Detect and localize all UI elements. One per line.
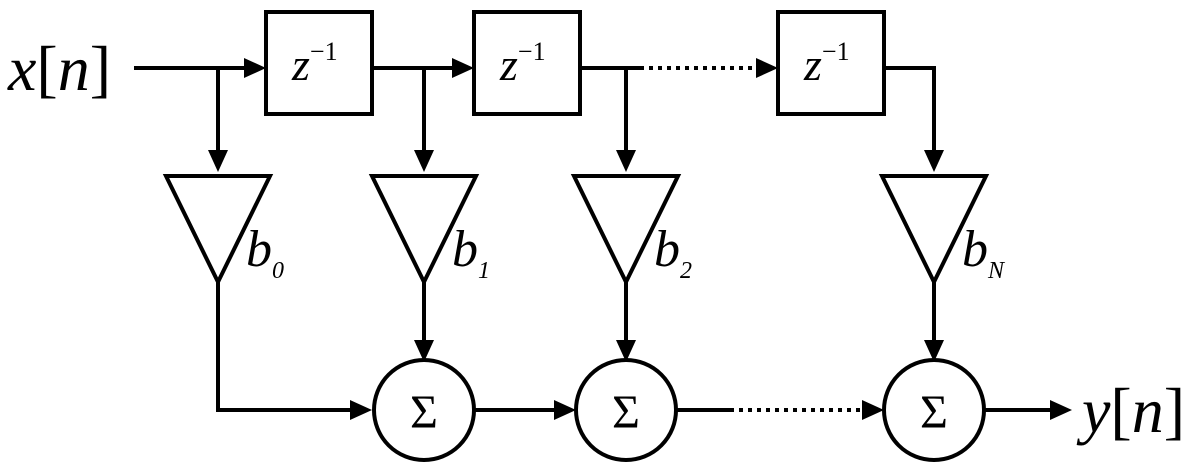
tap-arrowhead-1 xyxy=(414,150,434,172)
gain-output-arrowhead-2 xyxy=(616,340,636,362)
input-arrowhead xyxy=(244,58,266,78)
input-index: n xyxy=(58,33,90,104)
gain-output-arrowhead-n xyxy=(924,340,944,362)
delay-label-2: z−1 xyxy=(499,37,546,90)
summer-link-arrowhead-1 xyxy=(554,400,576,420)
delay-label-1: z−1 xyxy=(291,37,338,90)
summer-symbol-2: Σ xyxy=(612,386,640,439)
coef-label-0: b0 xyxy=(246,221,284,284)
tap-line-n xyxy=(884,66,936,154)
gain-triangle-2 xyxy=(570,174,682,287)
output-index: n xyxy=(1132,375,1164,446)
summer-link-arrowhead-n xyxy=(862,400,884,420)
gain-output-line-0 xyxy=(216,282,354,412)
coef-label-2: b2 xyxy=(654,221,692,284)
delay-block-n xyxy=(776,10,886,116)
delay-link-arrowhead-1 xyxy=(452,58,474,78)
tap-arrowhead-0 xyxy=(208,150,228,172)
summer-symbol-1: Σ xyxy=(410,386,438,439)
summer-symbol-n: Σ xyxy=(920,386,948,439)
gain-triangle-n xyxy=(878,174,990,287)
coef-label-1: b1 xyxy=(452,221,490,284)
delay-label-n: z−1 xyxy=(803,37,850,90)
tap-arrowhead-n xyxy=(924,150,944,172)
delay-link-arrowhead-n xyxy=(756,58,778,78)
tap-arrowhead-2 xyxy=(616,150,636,172)
input-label: x[n] xyxy=(7,33,111,104)
output-label: y[n] xyxy=(1076,375,1185,446)
input-var: x xyxy=(7,33,36,104)
delay-block-2 xyxy=(472,10,582,116)
output-arrowhead xyxy=(1050,400,1072,420)
gain-triangle-0 xyxy=(162,174,274,287)
output-var: y xyxy=(1076,375,1111,446)
delay-block-1 xyxy=(264,10,374,116)
gain-triangle-1 xyxy=(368,174,480,287)
gain-output-arrowhead-1 xyxy=(414,340,434,362)
coef-label-n: bN xyxy=(962,221,1006,284)
gain-output-arrowhead-0 xyxy=(350,400,372,420)
